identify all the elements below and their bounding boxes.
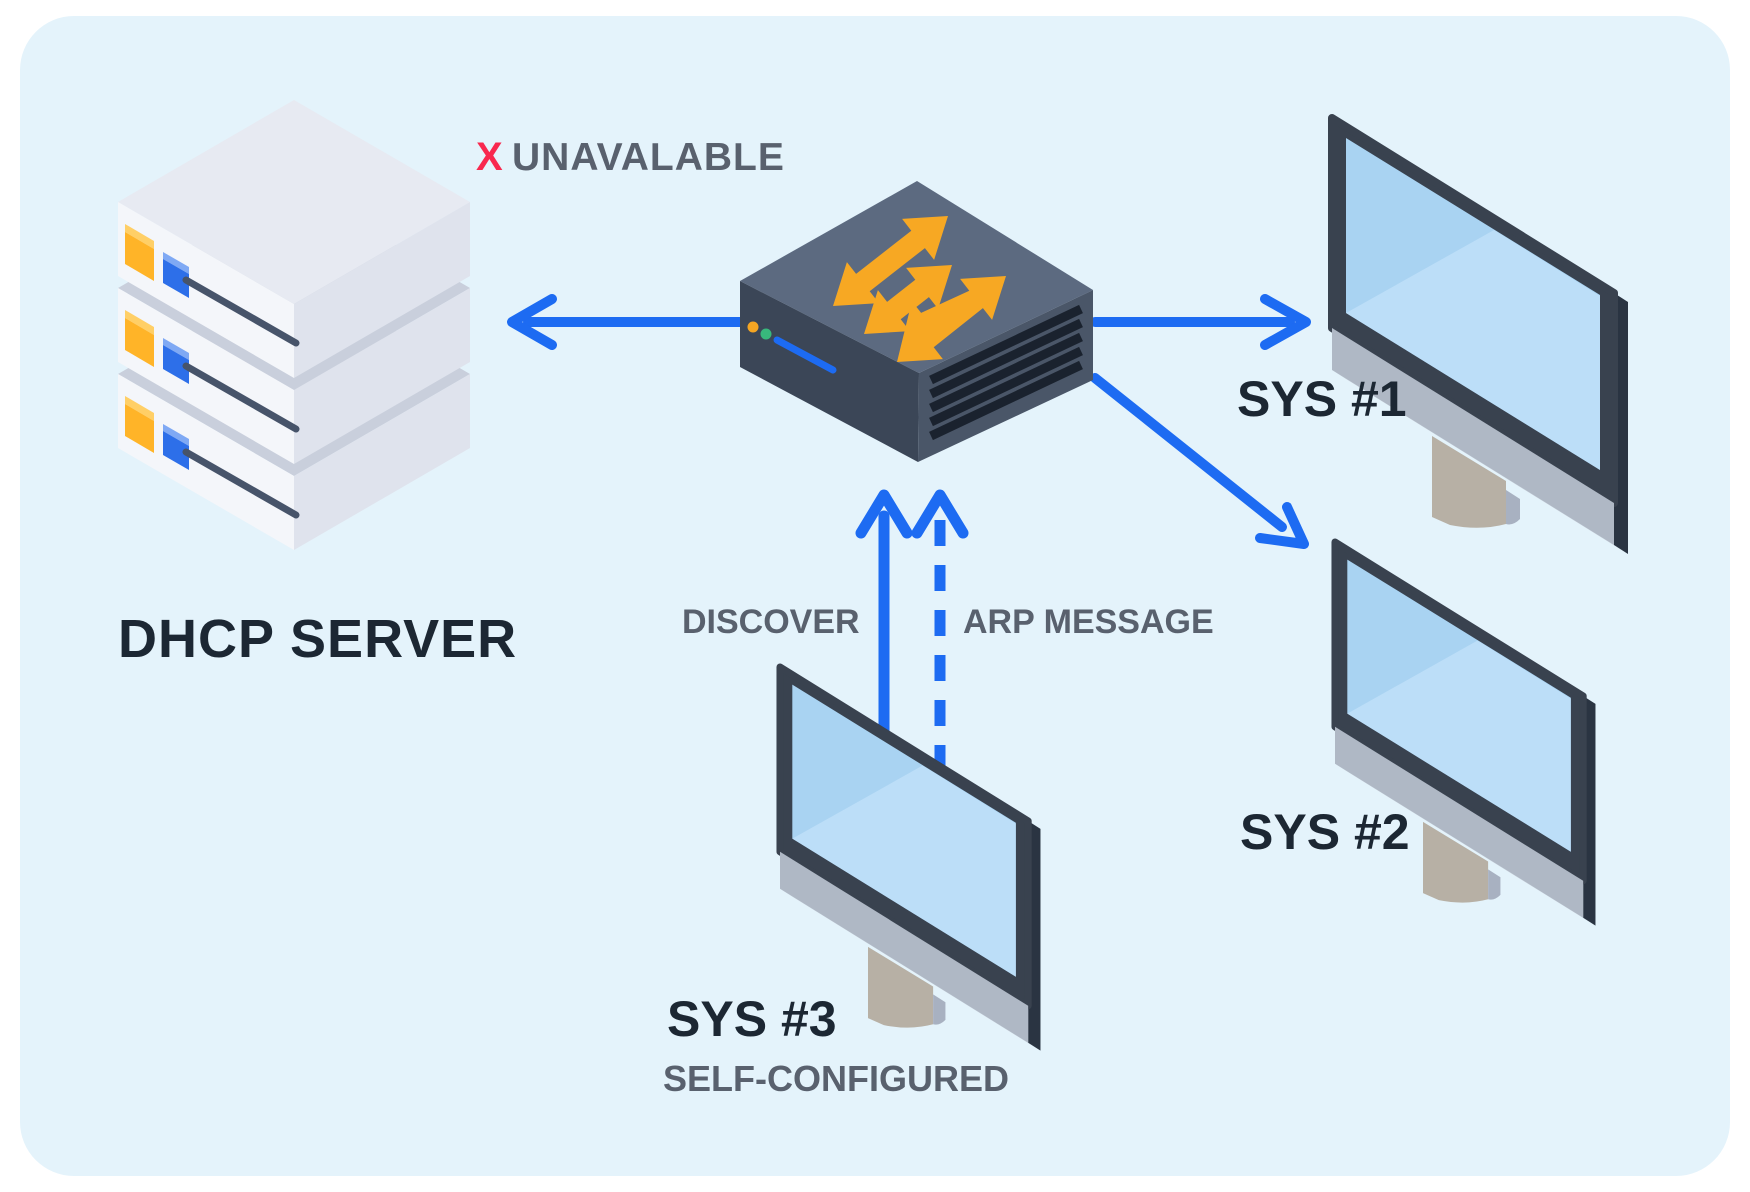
server-stack-icon	[118, 100, 470, 550]
server-unit-1	[118, 100, 470, 378]
server-status-x-icon: X	[476, 135, 503, 179]
server-status-text: UNAVALABLE	[512, 136, 785, 179]
switch-front-stripe	[773, 336, 837, 374]
sys3-sublabel: SELF-CONFIGURED	[663, 1058, 1009, 1099]
arp-message-label: ARP MESSAGE	[963, 603, 1214, 641]
sys1-label: SYS #1	[1237, 371, 1407, 427]
dhcp-server-label: DHCP SERVER	[118, 609, 517, 669]
data-exchange-arrows-icon	[833, 216, 1006, 362]
server-led-yellow	[125, 224, 154, 249]
arrowhead-left-icon	[507, 294, 557, 350]
switch-vent-slats	[929, 304, 1083, 441]
arrow-switch-to-sys1	[1090, 294, 1311, 350]
discover-label: DISCOVER	[682, 603, 860, 641]
sys3-label: SYS #3	[667, 991, 837, 1047]
arrow-discover	[855, 489, 913, 751]
network-switch-icon	[740, 181, 1093, 462]
arrowhead-diagonal-icon	[1255, 502, 1309, 549]
arrow-arp-message	[911, 489, 969, 772]
arrow-switch-to-server	[507, 294, 745, 350]
arrowhead-arp-icon	[911, 489, 969, 539]
switch-led-green	[760, 328, 772, 340]
switch-led-orange	[747, 321, 759, 333]
arrow-switch-to-sys2	[1090, 373, 1309, 549]
server-led-blue	[163, 252, 189, 274]
arrowhead-discover-icon	[855, 489, 913, 539]
arrowhead-right-icon	[1260, 294, 1311, 350]
sys2-label: SYS #2	[1240, 804, 1410, 860]
